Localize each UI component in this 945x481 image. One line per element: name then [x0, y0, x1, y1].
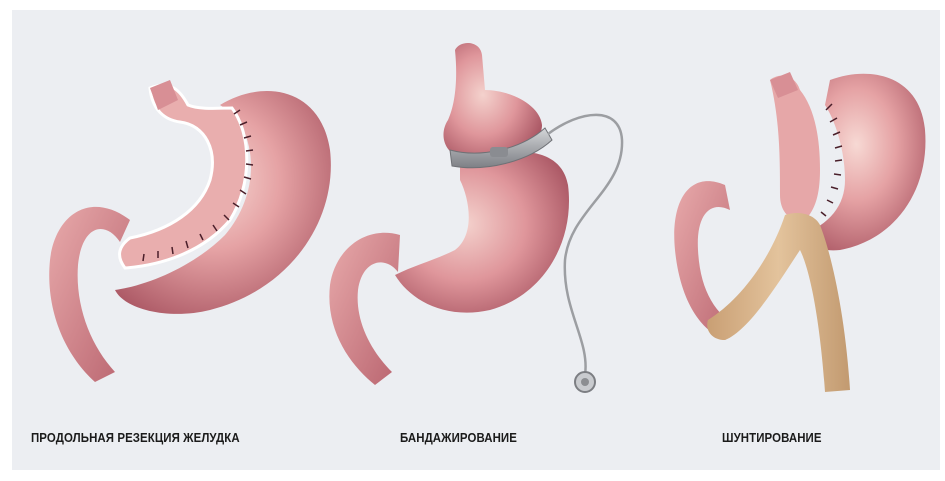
caption-banding: БАНДАЖИРОВАНИЕ — [400, 430, 517, 445]
duodenum — [329, 233, 400, 385]
band-buckle — [490, 147, 508, 157]
gastric-bypass-illustration — [630, 10, 940, 410]
sleeve-gastrectomy-illustration — [20, 10, 340, 410]
caption-sleeve: ПРОДОЛЬНАЯ РЕЗЕКЦИЯ ЖЕЛУДКА — [31, 430, 240, 445]
caption-bypass: ШУНТИРОВАНИЕ — [722, 430, 822, 445]
lower-stomach — [395, 151, 569, 312]
gastric-pouch — [770, 76, 820, 221]
duodenum — [49, 207, 130, 382]
gastric-banding-illustration — [320, 10, 640, 410]
